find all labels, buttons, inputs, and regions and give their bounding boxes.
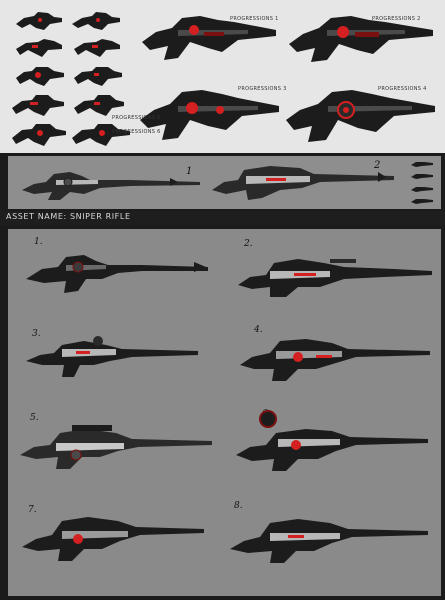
- thumb-6: [74, 67, 122, 86]
- side-render-number-2: 2: [374, 160, 381, 171]
- asset-name-title: ASSET NAME: SNIPER RIFLE: [6, 212, 131, 221]
- progression-render-1: [142, 16, 276, 60]
- thumb-9: [12, 124, 66, 146]
- concept-number-7: 7.: [28, 505, 37, 515]
- concept-rifle-6: [236, 410, 428, 471]
- thumb-2: [72, 12, 120, 30]
- progression-render-4: [286, 90, 435, 142]
- asset-name-band: ASSET NAME: SNIPER RIFLE: [0, 211, 445, 225]
- progression-label-2: PROGRESSIONS 2: [372, 16, 421, 22]
- concept-rifle-4: [240, 339, 430, 381]
- concept-number-2: 2.: [244, 239, 253, 249]
- concept-number-1: 1.: [34, 237, 43, 247]
- thumb-10: [72, 124, 130, 146]
- mini-thumb-4: [411, 199, 433, 204]
- thumb-5: [16, 67, 64, 86]
- sniper-render-2: [212, 166, 394, 200]
- side-render-number-1: 1: [186, 166, 193, 177]
- concept-rifle-7: [22, 517, 204, 561]
- concepts-panel: 1. 2. 3. 4. 5. 6: [8, 229, 441, 596]
- thumb-3: [16, 39, 62, 57]
- side-renders-panel: 1 2: [8, 156, 441, 209]
- thumb-7: [12, 95, 64, 116]
- mini-thumb-2: [411, 174, 433, 179]
- sniper-render-1: [22, 172, 200, 200]
- progression-render-2: [289, 16, 433, 62]
- concept-number-4: 4.: [254, 325, 263, 335]
- concept-rifle-5: [20, 425, 212, 469]
- concept-rifle-2: [238, 259, 432, 297]
- progression-label-4: PROGRESSIONS 4: [378, 86, 427, 92]
- progression-label-3: PROGRESSIONS 3: [238, 86, 287, 92]
- progression-label-6: PROGRESSIONS 6: [112, 129, 161, 135]
- concept-number-8: 8.: [234, 501, 243, 511]
- concept-number-3: 3.: [32, 329, 41, 339]
- concept-rifle-3: [26, 336, 198, 377]
- thumb-1: [16, 12, 62, 30]
- progression-label-5: PROGRESSIONS 5: [112, 115, 161, 121]
- progression-label-1: PROGRESSIONS 1: [230, 16, 279, 22]
- thumb-4: [74, 39, 120, 57]
- concept-number-5: 5.: [30, 413, 39, 423]
- mini-thumb-1: [411, 162, 433, 167]
- progression-render-3: [140, 90, 279, 140]
- mini-thumb-3: [411, 187, 433, 192]
- thumb-8: [74, 95, 124, 116]
- progressions-panel: PROGRESSIONS 1 PROGRESSIONS 2 PROGRESSIO…: [0, 0, 445, 153]
- concept-rifle-8: [230, 519, 428, 563]
- concept-rifle-1: [26, 255, 208, 293]
